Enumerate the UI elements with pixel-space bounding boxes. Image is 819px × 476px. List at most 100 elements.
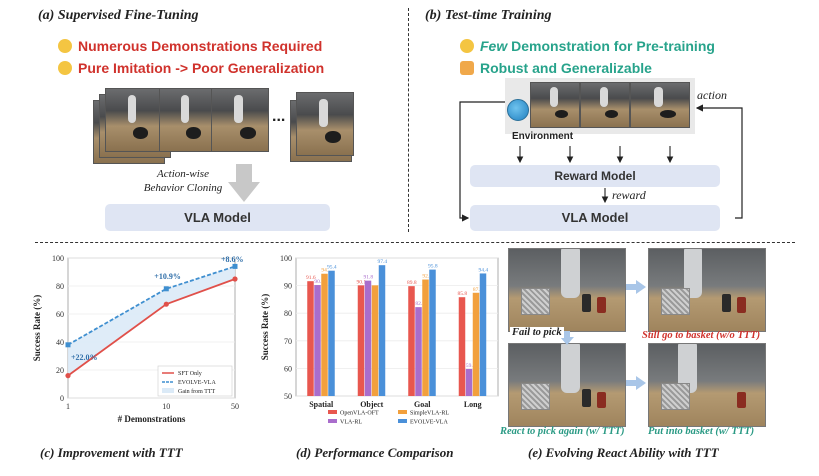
y-tick-label: 80: [284, 309, 292, 318]
shocked-face-icon: [58, 61, 72, 75]
bar-value-label: 92.: [422, 274, 430, 280]
bar: [472, 292, 480, 396]
x-tick-label: Long: [464, 400, 482, 409]
panel-b-line-2: Robust and Generalizable: [460, 60, 652, 76]
x-tick-label: Goal: [414, 400, 431, 409]
bar-value-label: 91.6: [306, 275, 316, 281]
legend-swatch: [398, 419, 407, 423]
environment-label: Environment: [512, 131, 574, 142]
reward-label: reward: [612, 188, 646, 202]
legend-label: SimpleVLA-RL: [410, 411, 449, 417]
bar: [378, 265, 386, 396]
y-tick-label: 60: [56, 310, 64, 319]
bar: [429, 269, 436, 396]
bar-value-label: 95.4: [327, 265, 337, 271]
legend-label: EVOLVE-VLA: [178, 380, 216, 386]
legend-swatch: [328, 410, 337, 414]
down-arrow-small-icon: [560, 331, 574, 345]
data-point: [65, 373, 71, 379]
bar: [357, 285, 365, 396]
panel-b-line-1-em: Few: [480, 38, 508, 54]
bar: [328, 270, 335, 396]
x-axis-label: # Demonstrations: [118, 414, 186, 424]
data-point: [232, 276, 238, 282]
data-point: [232, 263, 238, 269]
bar-value-label: 91.8: [363, 275, 373, 281]
y-axis-label: Success Rate (%): [260, 294, 270, 361]
env-frame-3: [630, 82, 690, 128]
bar: [408, 286, 415, 396]
arrow-label-line-1: Action-wise: [157, 168, 209, 180]
demo-frame-last: [296, 92, 354, 156]
worried-face-icon: [58, 39, 72, 53]
scene-put-into-basket: [648, 343, 766, 427]
bar: [465, 368, 473, 396]
y-tick-label: 0: [60, 394, 64, 403]
y-tick-label: 40: [56, 338, 64, 347]
gain-annotation: +22.0%: [71, 353, 98, 362]
data-point: [163, 286, 169, 292]
caption-e: (e) Evolving React Ability with TTT: [528, 445, 719, 460]
legend-label: Gain from TTT: [178, 388, 216, 395]
bar-value-label: 59.: [466, 363, 474, 369]
bar: [458, 297, 466, 396]
bar: [321, 273, 328, 396]
gain-annotation: +8.6%: [221, 255, 244, 264]
y-tick-label: 70: [284, 337, 292, 346]
scene-fail-to-pick: [508, 248, 626, 332]
label-react-pick-again: React to pick again (w/ TTT): [500, 426, 625, 437]
bar: [479, 273, 487, 396]
panel-b-line-1: Few Demonstration for Pre-training: [460, 38, 715, 54]
bar-value-label: 85.8: [457, 291, 467, 297]
caption-c: (c) Improvement with TTT: [40, 445, 183, 460]
panel-a-vla-model-box: VLA Model: [105, 204, 330, 231]
y-tick-label: 80: [56, 282, 64, 291]
x-tick-label: 50: [231, 402, 239, 411]
x-tick-label: 10: [162, 402, 170, 411]
caption-d: (d) Performance Comparison: [296, 445, 454, 460]
bar: [364, 280, 372, 396]
legend-swatch: [162, 388, 174, 393]
y-tick-label: 100: [52, 254, 64, 263]
legend-swatch: [328, 419, 337, 423]
data-point: [163, 301, 169, 307]
y-axis-label: Success Rate (%): [32, 295, 42, 362]
arrow-label: Action-wise Behavior Cloning: [118, 167, 248, 195]
action-label: action: [697, 88, 727, 102]
panel-b-line-1-text: Demonstration for Pre-training: [511, 38, 715, 54]
bar-value-label: 89.8: [407, 280, 417, 286]
env-frame-2: [580, 82, 630, 128]
label-put-into-basket: Put into basket (w/ TTT): [648, 426, 755, 437]
legend-swatch: [398, 410, 407, 414]
bar-value-label: 94.: [321, 268, 329, 274]
ellipsis: ...: [272, 108, 286, 125]
panel-b-title: (b) Test-time Training: [425, 8, 552, 23]
reward-model-box: Reward Model: [470, 165, 720, 187]
panel-a-line-2: Pure Imitation -> Poor Generalization: [58, 60, 324, 76]
panel-a-title: (a) Supervised Fine-Tuning: [38, 8, 199, 23]
legend-label: VLA-RL: [340, 420, 362, 426]
flexed-biceps-icon: [460, 61, 474, 75]
bar: [415, 307, 422, 396]
label-still-to-basket: Still go to basket (w/o TTT): [642, 330, 761, 341]
panel-b-vla-model-box: VLA Model: [470, 205, 720, 231]
globe-icon: [507, 99, 529, 121]
y-tick-label: 50: [284, 392, 292, 401]
legend-label: OpenVLA-OFT: [340, 411, 379, 417]
panel-a-line-1-text: Numerous Demonstrations Required: [78, 38, 323, 54]
bar-value-label: 90.: [314, 279, 322, 285]
env-frame-1: [530, 82, 580, 128]
demo-frame-1: [105, 88, 161, 152]
label-fail-to-pick: Fail to pick: [510, 327, 564, 338]
down-arrow-icon: [228, 164, 260, 202]
bar: [307, 281, 314, 396]
x-tick-label: 1: [66, 402, 70, 411]
bar-value-label: 82.: [415, 301, 423, 307]
bar: [371, 285, 379, 396]
x-tick-label: Spatial: [309, 400, 334, 409]
horizontal-divider: [35, 242, 795, 243]
panel-a-line-2-text: Pure Imitation -> Poor Generalization: [78, 60, 325, 76]
bar-value-label: 97.4: [377, 259, 387, 265]
